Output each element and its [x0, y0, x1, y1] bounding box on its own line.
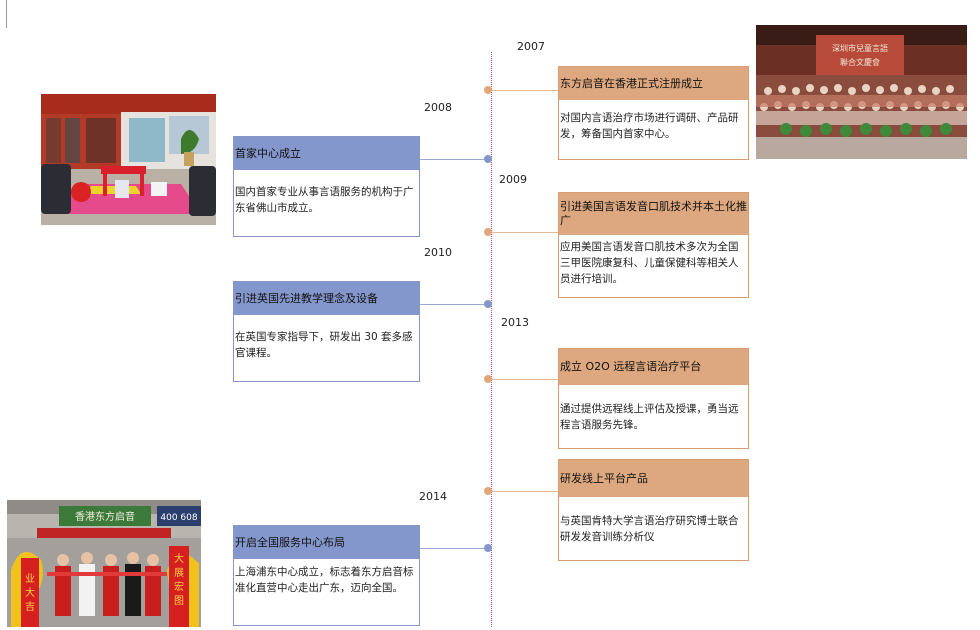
playroom-photo — [41, 94, 216, 225]
corner-mark — [0, 0, 7, 28]
couplet-right-char3: 宏 — [174, 580, 184, 593]
event-description: 应用美国言语发音口肌技术多次为全国三甲医院康复科、儿童保健科等相关人员进行培训。 — [560, 241, 739, 285]
event-description: 与英国肯特大学言语治疗研究博士联合研发发音训练分析仪 — [560, 515, 739, 543]
event-title: 引进美国言语发音口肌技术并本土化推广 — [559, 193, 748, 235]
event-description: 上海浦东中心成立，标志着东方启音标准化直营中心走出广东，迈向全国。 — [235, 566, 414, 594]
event-title: 开启全国服务中心布局 — [234, 526, 419, 559]
connector-2013b — [488, 491, 558, 492]
connector-2009 — [488, 232, 558, 233]
event-title: 引进英国先进教学理念及设备 — [234, 282, 419, 315]
event-title: 成立 O2O 远程言语治疗平台 — [559, 349, 748, 385]
group-event-photo: 深圳市兒童言語 聯合文慶會 — [756, 25, 967, 159]
event-title: 首家中心成立 — [234, 137, 419, 170]
timeline-dot-2007 — [484, 86, 492, 94]
couplet-left-char1: 业 — [25, 573, 35, 585]
event-card-2013b: 研发线上平台产品 与英国肯特大学言语治疗研究博士联合研发发音训练分析仪 — [558, 459, 749, 561]
event-description: 国内首家专业从事言语服务的机构于广东省佛山市成立。 — [235, 186, 414, 214]
shop-phone-text: 400 608 — [160, 513, 197, 523]
year-label-2014: 2014 — [419, 490, 447, 503]
event-card-2009: 引进美国言语发音口肌技术并本土化推广 应用美国言语发音口肌技术多次为全国三甲医院… — [558, 192, 749, 298]
connector-2014 — [419, 548, 489, 549]
couplet-right-char2: 展 — [174, 567, 184, 579]
connector-2013 — [488, 379, 558, 380]
timeline-dot-2008 — [484, 155, 492, 163]
connector-2008 — [419, 159, 489, 160]
connector-2007 — [488, 90, 558, 91]
event-card-2010: 引进英国先进教学理念及设备 在英国专家指导下，研发出 30 套多感官课程。 — [233, 281, 420, 382]
year-label-2010: 2010 — [424, 246, 452, 259]
timeline-dot-2009 — [484, 228, 492, 236]
couplet-right-char1: 大 — [174, 552, 184, 565]
year-label-2009: 2009 — [499, 173, 527, 186]
year-label-2008: 2008 — [424, 101, 452, 114]
event-description: 通过提供远程线上评估及授课，勇当远程言语服务先锋。 — [560, 403, 739, 431]
timeline-dot-2010 — [484, 300, 492, 308]
timeline-dot-2013b — [484, 487, 492, 495]
banner-text-line1: 深圳市兒童言語 — [832, 43, 888, 53]
banner-text-line2: 聯合文慶會 — [840, 57, 880, 67]
event-card-2007: 东方启音在香港正式注册成立 对国内言语治疗市场进行调研、产品研发，筹备国内首家中… — [558, 66, 749, 160]
year-label-2013: 2013 — [501, 316, 529, 329]
event-card-2014: 开启全国服务中心布局 上海浦东中心成立，标志着东方启音标准化直营中心走出广东，迈… — [233, 525, 420, 626]
event-description: 对国内言语治疗市场进行调研、产品研发，筹备国内首家中心。 — [560, 112, 739, 140]
couplet-left-char3: 吉 — [25, 601, 35, 613]
opening-ceremony-photo: 香港东方启音 400 608 业 大 吉 大 展 宏 图 — [7, 500, 201, 627]
couplet-right-char4: 图 — [174, 595, 184, 607]
couplet-left-char2: 大 — [25, 586, 35, 599]
event-title: 东方启音在香港正式注册成立 — [559, 67, 748, 100]
event-card-2013: 成立 O2O 远程言语治疗平台 通过提供远程线上评估及授课，勇当远程言语服务先锋… — [558, 348, 749, 449]
year-label-2007: 2007 — [517, 40, 545, 53]
event-card-2008: 首家中心成立 国内首家专业从事言语服务的机构于广东省佛山市成立。 — [233, 136, 420, 237]
timeline-axis — [491, 52, 492, 627]
event-description: 在英国专家指导下，研发出 30 套多感官课程。 — [235, 331, 413, 359]
shop-sign-text: 香港东方启音 — [75, 510, 135, 523]
event-title: 研发线上平台产品 — [559, 460, 748, 497]
connector-2010 — [419, 304, 489, 305]
timeline-dot-2013 — [484, 375, 492, 383]
timeline-dot-2014 — [484, 544, 492, 552]
